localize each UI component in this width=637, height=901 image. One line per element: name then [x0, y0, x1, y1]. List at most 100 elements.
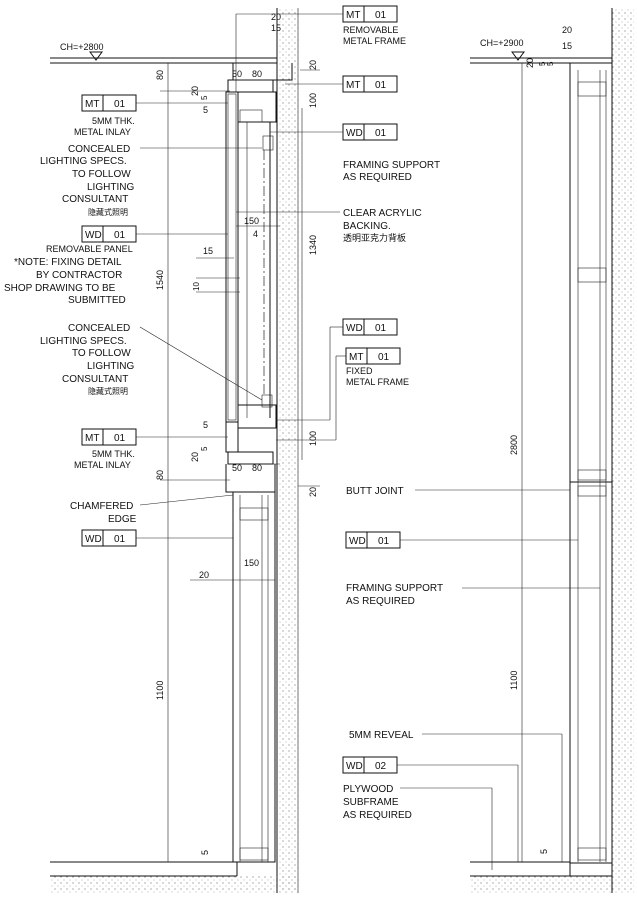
drawing-label: AS REQUIRED [346, 596, 415, 607]
drawing-label: WD [346, 128, 363, 139]
right-ceiling-line: CH=+2900 [470, 38, 612, 64]
left-wall-hatch [277, 8, 299, 893]
framing-support-upper-1: FRAMING SUPPORT [343, 160, 440, 171]
drawing-label: LIGHTING [87, 182, 134, 193]
drawing-label: BUTT JOINT [346, 486, 404, 497]
drawing-label: 20 [562, 25, 572, 35]
drawing-label: 50 [232, 69, 242, 79]
drawing-label: 5 [538, 61, 547, 66]
drawing-label: FRAMING SUPPORT [346, 583, 443, 594]
drawing-label: SUBMITTED [68, 295, 126, 306]
note-5mm-reveal: 5MM REVEAL [349, 730, 563, 862]
drawing-label: 隐藏式照明 [88, 207, 128, 217]
drawing-label: AS REQUIRED [343, 810, 412, 821]
drawing-label: 20 [525, 58, 535, 68]
tag-wd01-mid: WD 01 [276, 318, 398, 421]
drawing-label: 50 [232, 463, 242, 473]
note-plywood-subframe: PLYWOOD SUBFRAME AS REQUIRED [343, 784, 493, 870]
tag-mt01-fixed-frame: MT 01 FIXED METAL FRAME [276, 347, 409, 441]
drawing-label: METAL INLAY [74, 460, 131, 470]
drawing-label: BACKING. [343, 221, 391, 232]
drawing-label: 20 [308, 487, 318, 497]
drawing-label: 80 [155, 70, 165, 80]
drawing-label: 100 [308, 93, 318, 108]
drawing-label: *NOTE: FIXING DETAIL [14, 257, 122, 268]
drawing-label: WD [349, 536, 366, 547]
drawing-label: 01 [114, 230, 126, 241]
drawing-label: 01 [114, 433, 126, 444]
drawing-label: TO FOLLOW [72, 348, 131, 359]
note-concealed-lighting-upper: CONCEALED LIGHTING SPECS. TO FOLLOW LIGH… [40, 144, 262, 217]
drawing-label: WD [346, 761, 363, 772]
drawing-label: 01 [114, 99, 126, 110]
drawing-label: REMOVABLE PANEL [46, 244, 133, 254]
drawing-label: FIXED [346, 366, 373, 376]
drawing-label: CONSULTANT [62, 374, 128, 385]
drawing-label: 透明亚克力背板 [343, 232, 406, 243]
drawing-label: 01 [378, 536, 390, 547]
drawing-label: 80 [252, 463, 262, 473]
tag-mt01-inlay-upper: MT 01 5MM THK. METAL INLAY [74, 94, 228, 137]
drawing-label: CONSULTANT [62, 194, 128, 205]
tag-wd01-right: WD 01 [345, 531, 578, 549]
drawing-label: 15 [562, 41, 572, 51]
tag-mt01-inlay-lower: MT 01 5MM THK. METAL INLAY [74, 428, 228, 470]
drawing-label: EDGE [108, 514, 137, 525]
drawing-label: 1540 [155, 270, 165, 290]
drawing-label: METAL FRAME [343, 36, 406, 46]
drawing-label: 01 [375, 80, 387, 91]
drawing-label: CONCEALED [68, 144, 130, 155]
drawing-label: MT [85, 99, 99, 110]
tag-wd02: WD 02 [342, 756, 519, 862]
drawing-label: 20 [190, 452, 200, 462]
note-chamfered-edge: CHAMFERED EDGE [70, 494, 234, 525]
drawing-label: 01 [114, 534, 126, 545]
drawing-label: 1100 [155, 681, 165, 700]
drawing-label: 5 [203, 105, 208, 115]
drawing-label: 01 [375, 10, 387, 21]
drawing-label: 20 [199, 570, 209, 580]
drawing-label: 100 [308, 431, 318, 446]
drawing-label: 20 [271, 12, 281, 22]
drawing-label: 80 [155, 470, 165, 480]
note-butt-joint: BUTT JOINT [346, 486, 570, 497]
drawing-label: 02 [375, 761, 387, 772]
drawing-label: REMOVABLE [343, 25, 398, 35]
drawing-label: PLYWOOD [343, 784, 393, 795]
drawing-label: BY CONTRACTOR [36, 270, 122, 281]
drawing-label: CLEAR ACRYLIC [343, 208, 422, 219]
drawing-label: 1100 [509, 671, 519, 690]
drawing-label: 20 [308, 60, 318, 70]
tag-wd01-lower-left: WD 01 [81, 529, 233, 547]
tag-wd01-removable-panel: WD 01 REMOVABLE PANEL *NOTE: FIXING DETA… [4, 225, 228, 306]
drawing-label: MT [346, 80, 360, 91]
drawing-label: 5MM THK. [92, 116, 135, 126]
drawing-label: 01 [375, 128, 387, 139]
left-ceiling-height: CH=+2800 [60, 42, 104, 52]
drawing-label: 5 [200, 446, 209, 451]
upper-frame [225, 63, 293, 493]
lower-panel [232, 491, 276, 863]
drawing-label: 4 [253, 229, 258, 239]
drawing-label: 5 [203, 420, 208, 430]
drawing-label: 5 [200, 95, 209, 100]
drawing-label: LIGHTING SPECS. [40, 156, 127, 167]
right-dimensions: 2800 1100 20 15 20 5 5 5 [509, 25, 572, 862]
right-ceiling-height: CH=+2900 [480, 38, 524, 48]
drawing-label: 5MM REVEAL [349, 730, 414, 741]
drawing-label: 150 [244, 558, 259, 568]
drawing-label: TO FOLLOW [72, 169, 131, 180]
drawing-label: WD [346, 323, 363, 334]
drawing-label: WD [85, 534, 102, 545]
right-wall-hatch [612, 8, 634, 893]
drawing-label: LIGHTING SPECS. [40, 336, 127, 347]
left-dimensions: 80 1540 80 1100 5 50 80 20 15 20 5 5 100… [155, 12, 320, 862]
left-floor [50, 861, 300, 893]
drawing-label: MT [349, 352, 363, 363]
drawing-label: 150 [244, 216, 259, 226]
drawing-label: 5 [539, 849, 549, 854]
drawing-label: SUBFRAME [343, 797, 399, 808]
tag-removable-metal-frame: MT 01 REMOVABLE METAL FRAME [235, 5, 406, 92]
drawing-label: METAL FRAME [346, 377, 409, 387]
framing-support-upper-2: AS REQUIRED [343, 172, 412, 183]
